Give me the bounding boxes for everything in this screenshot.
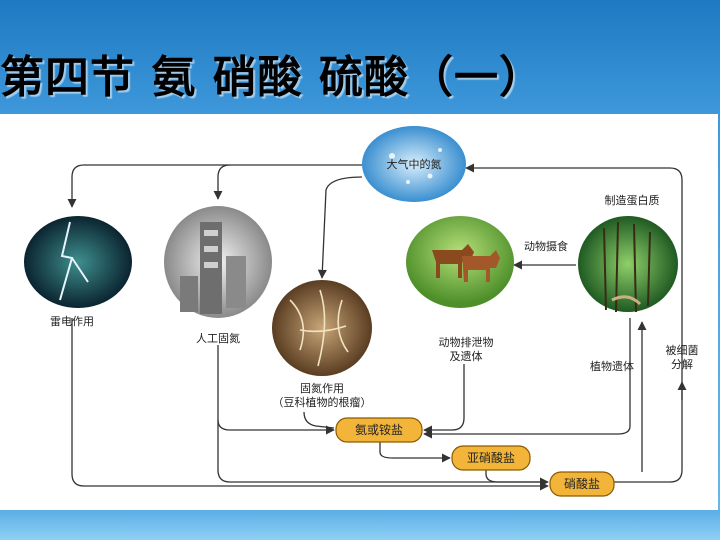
bacteria-label-line1: 被细菌 (666, 344, 699, 357)
connector-lines (67, 163, 687, 491)
fixation-label-line2: （豆科植物的根瘤） (273, 395, 372, 409)
cattle-node (406, 216, 514, 308)
page-title: 第四节 氨 硝酸 硫酸（一） (0, 52, 544, 103)
nitrite-label: 亚硝酸盐 (467, 450, 515, 465)
lightning-label: 雷电作用 (50, 315, 94, 328)
ammonia-label: 氨或铵盐 (355, 422, 403, 437)
bacteria-label-line2: 分解 (671, 357, 693, 371)
protein-label: 制造蛋白质 (605, 193, 660, 207)
plant-remains-label: 植物遗体 (590, 359, 634, 373)
lightning-node (24, 216, 132, 308)
atmosphere-node: 大气中的氮 (362, 126, 466, 202)
animal-feed-label: 动物摄食 (524, 239, 568, 253)
atmosphere-label: 大气中的氮 (387, 157, 442, 171)
ammonia-box: 氨或铵盐 (335, 417, 423, 443)
nitrate-label: 硝酸盐 (564, 476, 600, 491)
forest-node (578, 216, 678, 313)
industrial-node (164, 206, 272, 318)
bottom-band (0, 510, 720, 540)
excretion-label-line1: 动物排泄物 (439, 335, 494, 349)
root-node (272, 280, 372, 376)
lightning-bolt-icon (59, 221, 89, 301)
nitrate-box: 硝酸盐 (549, 471, 615, 497)
industrial-label: 人工固氮 (196, 331, 240, 345)
excretion-label-line2: 及遗体 (450, 349, 483, 363)
fixation-label-line1: 固氮作用 (300, 381, 344, 395)
nitrite-box: 亚硝酸盐 (451, 445, 531, 471)
